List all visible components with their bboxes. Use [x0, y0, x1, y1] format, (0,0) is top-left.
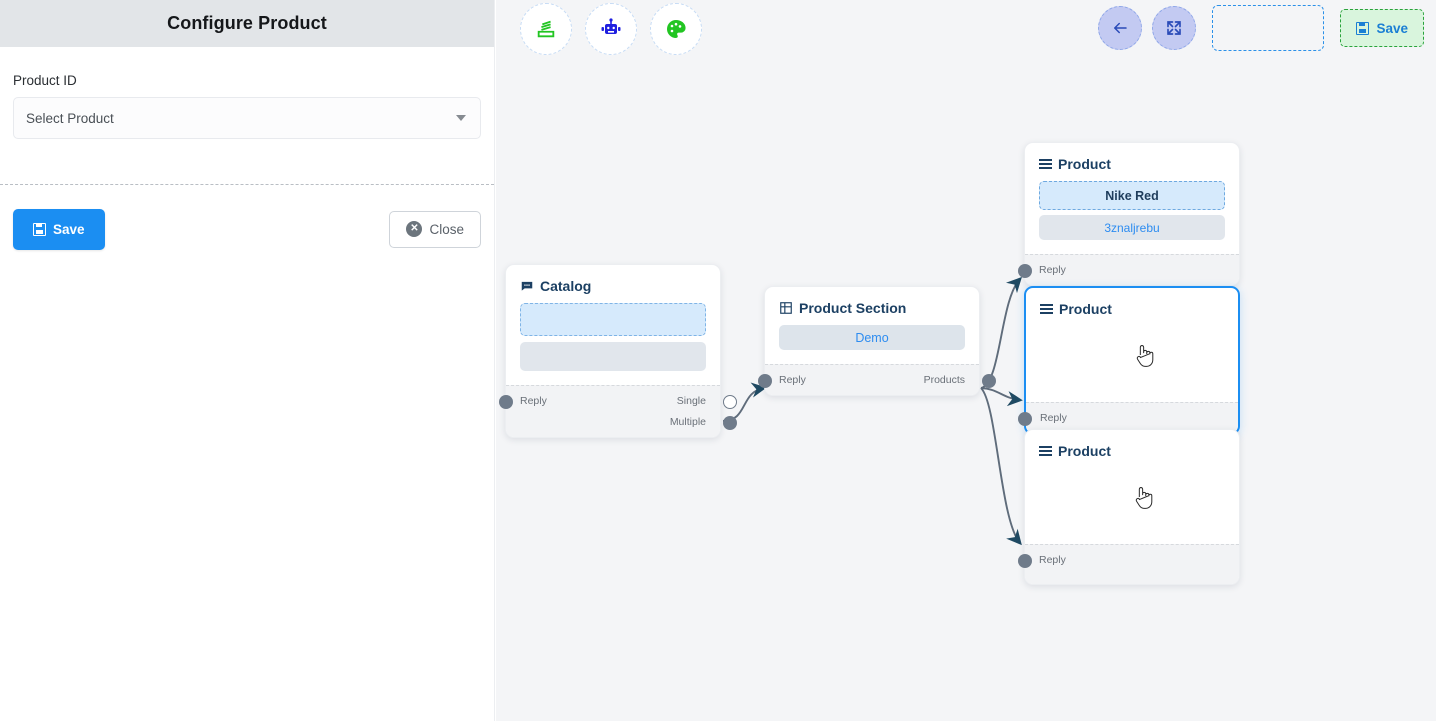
- floppy-disk-icon: [33, 222, 46, 236]
- node-product-1[interactable]: Product Nike Red 3znaljrebu Reply: [1018, 142, 1240, 286]
- grid-icon: [780, 302, 792, 314]
- port-out-products[interactable]: [982, 374, 996, 388]
- node-title: Product: [1058, 156, 1111, 172]
- port-out-single[interactable]: [723, 395, 737, 409]
- port-label-products: Products: [923, 374, 965, 386]
- port-label-reply: Reply: [1040, 412, 1067, 424]
- node-footer: Reply: [1018, 254, 1239, 285]
- node-footer: Reply: [1018, 544, 1239, 584]
- hamburger-icon: [1040, 303, 1053, 315]
- footer-row: Reply: [1040, 410, 1224, 426]
- node-header: Product Section: [765, 287, 979, 325]
- product-select-value: Select Product: [26, 110, 114, 126]
- node-title: Product: [1059, 301, 1112, 317]
- port-label-reply: Reply: [1039, 264, 1066, 276]
- port-in-reply[interactable]: [1018, 412, 1032, 426]
- panel-body: Product ID Select Product: [0, 47, 494, 139]
- bot-tool-button[interactable]: [585, 3, 637, 55]
- footer-row: Reply Products: [779, 372, 965, 388]
- empty-toolbar-slot[interactable]: [1212, 5, 1325, 51]
- save-button-label: Save: [53, 221, 85, 237]
- canvas-left-toolbar: [520, 3, 702, 55]
- palette-tool-button[interactable]: [650, 3, 702, 55]
- empty-product-slot[interactable]: [1040, 326, 1224, 388]
- node-title: Catalog: [540, 278, 592, 294]
- empty-product-slot[interactable]: [1039, 468, 1225, 530]
- robot-icon: [601, 18, 621, 34]
- hamburger-icon: [1039, 158, 1052, 170]
- node-footer: Reply Single Multiple: [499, 385, 737, 437]
- canvas-save-label: Save: [1376, 20, 1408, 36]
- flow-canvas[interactable]: Save: [496, 0, 1436, 721]
- chat-bubble-icon: [521, 281, 533, 291]
- footer-row-single: Reply Single: [520, 393, 706, 409]
- product-id-label: Product ID: [13, 73, 77, 88]
- page-title: Configure Product: [167, 13, 327, 33]
- configure-product-panel: Configure Product Product ID Select Prod…: [0, 0, 495, 721]
- node-body: [1025, 468, 1239, 544]
- node-body: [506, 303, 720, 385]
- palette-icon: [666, 20, 686, 38]
- node-product-2[interactable]: Product Reply: [1018, 286, 1240, 435]
- node-footer: Reply Products: [758, 364, 996, 395]
- chevron-down-icon: [456, 115, 466, 121]
- product-variant-label: Nike Red: [1105, 188, 1159, 203]
- collapse-arrows-icon: [1167, 21, 1182, 35]
- catalog-placeholder-primary[interactable]: [520, 303, 706, 336]
- port-label-reply: Reply: [520, 395, 547, 407]
- back-button[interactable]: [1098, 6, 1143, 50]
- pointer-hand-cursor: [1135, 487, 1153, 509]
- port-in-reply[interactable]: [499, 395, 513, 409]
- layers-tool-button[interactable]: [520, 3, 572, 55]
- node-product-3[interactable]: Product Reply: [1018, 429, 1240, 585]
- port-out-multiple[interactable]: [723, 416, 737, 430]
- save-button[interactable]: Save: [13, 208, 105, 250]
- product-code-label: 3znaljrebu: [1104, 220, 1160, 235]
- hamburger-icon: [1039, 445, 1052, 457]
- node-header: Product: [1025, 430, 1239, 468]
- demo-chip[interactable]: Demo: [779, 325, 965, 350]
- port-in-reply[interactable]: [758, 374, 772, 388]
- close-icon: ✕: [406, 221, 423, 237]
- pointer-hand-cursor: [1136, 345, 1154, 367]
- node-body: Demo: [765, 325, 979, 364]
- demo-chip-label: Demo: [855, 330, 889, 345]
- node-title: Product: [1058, 443, 1111, 459]
- product-code-chip[interactable]: 3znaljrebu: [1039, 215, 1225, 240]
- node-header: Product: [1026, 288, 1238, 326]
- canvas-right-toolbar: Save: [1098, 0, 1424, 56]
- node-body: [1026, 326, 1238, 402]
- arrow-left-icon: [1114, 22, 1128, 34]
- node-header: Product: [1025, 143, 1239, 181]
- floppy-disk-icon: [1356, 21, 1370, 35]
- port-in-reply[interactable]: [1018, 264, 1032, 278]
- node-product-section[interactable]: Product Section Demo Reply Products: [758, 286, 996, 396]
- close-button-label: Close: [429, 221, 464, 237]
- port-label-single: Single: [676, 395, 706, 407]
- layers-icon: [537, 20, 555, 38]
- port-label-reply: Reply: [1039, 554, 1066, 566]
- node-footer: Reply: [1018, 402, 1238, 433]
- node-body: Nike Red 3znaljrebu: [1025, 181, 1239, 254]
- close-button[interactable]: ✕ Close: [389, 210, 481, 248]
- canvas-save-button[interactable]: Save: [1340, 9, 1424, 47]
- footer-row: Reply: [1039, 262, 1225, 278]
- node-title: Product Section: [799, 300, 907, 316]
- product-select[interactable]: Select Product: [13, 97, 481, 139]
- catalog-placeholder-secondary[interactable]: [520, 342, 706, 371]
- panel-actions: Save ✕ Close: [0, 184, 494, 274]
- footer-row-multiple: Multiple: [520, 414, 706, 430]
- collapse-button[interactable]: [1152, 6, 1197, 50]
- port-in-reply[interactable]: [1018, 554, 1032, 568]
- node-header: Catalog: [506, 265, 720, 303]
- footer-row: Reply: [1039, 552, 1225, 568]
- port-label-reply: Reply: [779, 374, 806, 386]
- port-label-multiple: Multiple: [669, 416, 706, 428]
- panel-header: Configure Product: [0, 0, 494, 47]
- node-catalog[interactable]: Catalog Reply Single Multiple: [499, 264, 737, 438]
- panel-divider: [0, 184, 494, 185]
- product-variant-chip[interactable]: Nike Red: [1039, 181, 1225, 210]
